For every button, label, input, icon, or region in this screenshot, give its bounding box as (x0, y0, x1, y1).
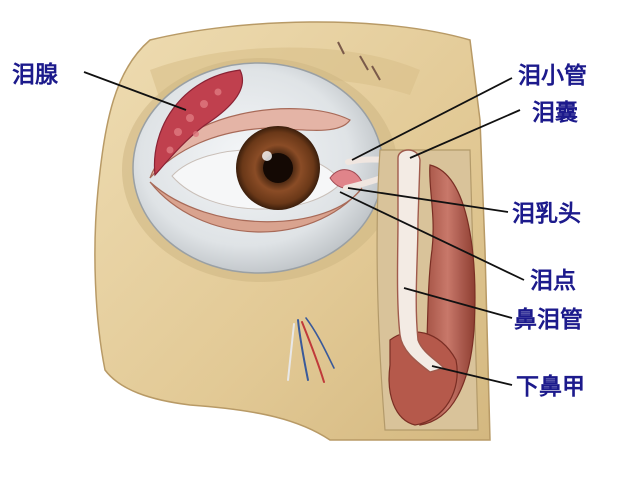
leader-inferior-turbinate (431, 365, 513, 386)
leader-lacrimal-punctum (339, 191, 525, 281)
leader-lacrimal-canaliculus (351, 77, 513, 161)
upper-eyelid (149, 108, 351, 179)
inferior-turbinate (388, 331, 458, 426)
leader-lacrimal-papilla (347, 187, 509, 213)
retractor-pins (337, 41, 381, 81)
lacrimal-gland (153, 69, 243, 177)
leader-lines (83, 71, 525, 386)
label-lacrimal-papilla: 泪乳头 (512, 201, 581, 227)
label-nasolacrimal-duct: 鼻泪管 (514, 307, 583, 333)
leader-lacrimal-gland (83, 71, 187, 111)
label-lacrimal-punctum: 泪点 (530, 268, 576, 294)
label-lacrimal-gland: 泪腺 (12, 62, 58, 88)
leader-nasolacrimal-duct (403, 287, 513, 319)
lacrimal-gland-texture (166, 88, 222, 154)
label-inferior-turbinate: 下鼻甲 (516, 374, 585, 400)
label-lacrimal-sac: 泪囊 (532, 100, 578, 126)
label-lacrimal-canaliculus: 泪小管 (518, 63, 587, 89)
infraorbital-vessels (287, 317, 335, 383)
leader-lacrimal-sac (409, 109, 521, 159)
lower-eyelid (149, 181, 363, 233)
iris-highlight (262, 151, 272, 161)
pupil (263, 153, 293, 183)
lacrimal-sac-duct (396, 149, 446, 373)
